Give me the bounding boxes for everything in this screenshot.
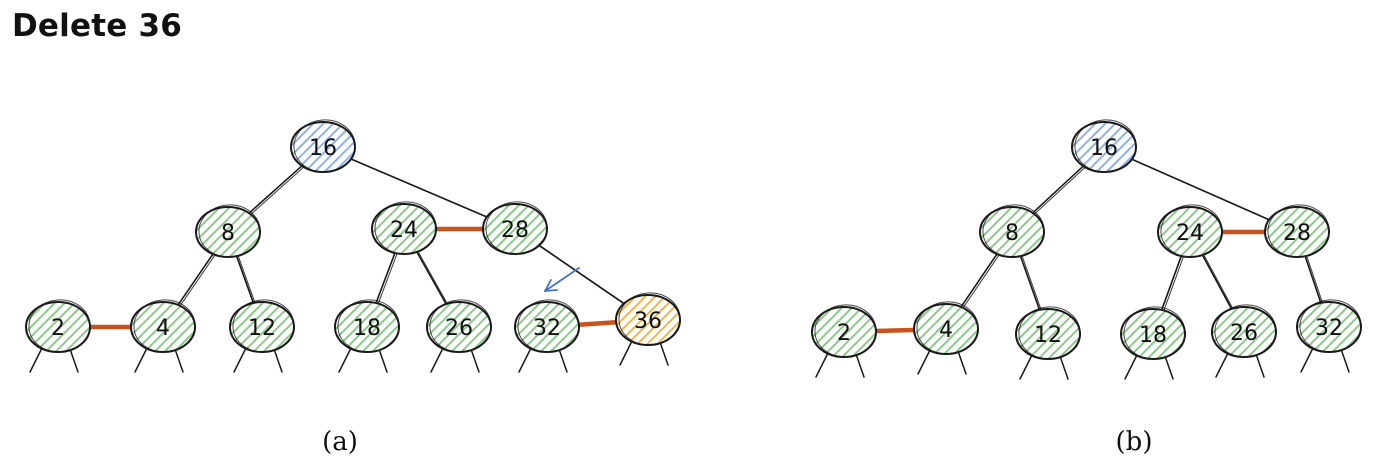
null-leaf-stubs [233,347,283,373]
pointer-arrow-icon [544,267,580,292]
node-label: 4 [156,316,170,341]
page-title: Delete 36 [12,8,182,44]
node-label: 16 [1090,136,1118,161]
tree-edge [1201,254,1235,311]
node-label: 18 [1139,323,1167,348]
node-label: 24 [1176,221,1204,246]
node-label: 12 [248,316,276,341]
tree-node-8: 8 [979,204,1045,258]
node-label: 4 [939,318,953,343]
tree-node-28: 28 [482,201,548,255]
null-leaves-layer [29,340,1350,380]
panel-a-caption: (a) [322,427,358,457]
node-label: 26 [1230,321,1258,346]
tree-edge [350,158,490,219]
tree-edge [960,253,1000,309]
red-link [576,319,619,328]
null-leaf-stubs [917,349,967,375]
node-label: 36 [634,309,662,334]
node-label: 32 [1315,316,1343,341]
node-label: 8 [221,221,235,246]
null-leaf-stubs [430,347,480,373]
tree-node-16: 16 [1071,119,1137,173]
edges-layer [87,158,1324,334]
null-leaf-stubs [815,352,865,378]
node-label: 12 [1034,323,1062,348]
null-leaf-stubs [1019,354,1069,380]
tree-node-4: 4 [130,299,196,353]
null-leaf-stubs [1300,347,1350,373]
tree-node-28: 28 [1264,204,1330,258]
tree-edge [1131,158,1272,222]
tree-node-12: 12 [229,299,295,353]
tree-edge [1160,255,1184,312]
node-label: 8 [1005,221,1019,246]
tree-node-24: 24 [1157,204,1223,258]
tree-edge [1031,165,1086,215]
tree-edge [538,244,627,306]
node-label: 32 [533,316,561,341]
null-leaf-stubs [518,347,568,373]
null-leaf-stubs [29,347,79,373]
tree-node-36: 36 [615,292,681,346]
node-label: 16 [309,136,337,161]
tree-node-16: 16 [290,119,356,173]
tree-node-18: 18 [1120,306,1186,360]
tree-node-2: 2 [811,304,877,358]
tree-node-18: 18 [334,299,400,353]
tree-node-32: 32 [1296,299,1362,353]
node-label: 2 [51,316,65,341]
tree-edge [248,165,305,215]
node-label: 28 [501,218,529,243]
node-label: 26 [445,316,473,341]
tree-node-26: 26 [1211,304,1277,358]
tree-node-26: 26 [426,299,492,353]
tree-node-32: 32 [514,299,580,353]
tree-node-24: 24 [371,201,437,255]
null-leaf-stubs [1124,354,1174,380]
null-leaf-stubs [134,347,184,373]
null-leaf-stubs [338,347,388,373]
red-link [873,327,917,334]
tree-edge [235,255,256,305]
tree-edge [375,252,398,305]
node-label: 2 [837,321,851,346]
tree-edge [1019,255,1042,312]
node-label: 18 [353,316,381,341]
tree-node-12: 12 [1015,306,1081,360]
node-label: 24 [390,218,418,243]
tree-node-2: 2 [25,299,91,353]
null-leaf-stubs [619,340,669,366]
captions-layer: (a) (b) [322,427,1152,457]
tree-node-8: 8 [195,204,261,258]
null-leaf-stubs [1215,352,1265,378]
tree-node-4: 4 [913,301,979,355]
tree-edge [416,251,449,306]
panel-b-caption: (b) [1116,427,1153,457]
tree-edge [177,253,216,307]
node-label: 28 [1283,221,1311,246]
tree-edge [1304,255,1324,305]
